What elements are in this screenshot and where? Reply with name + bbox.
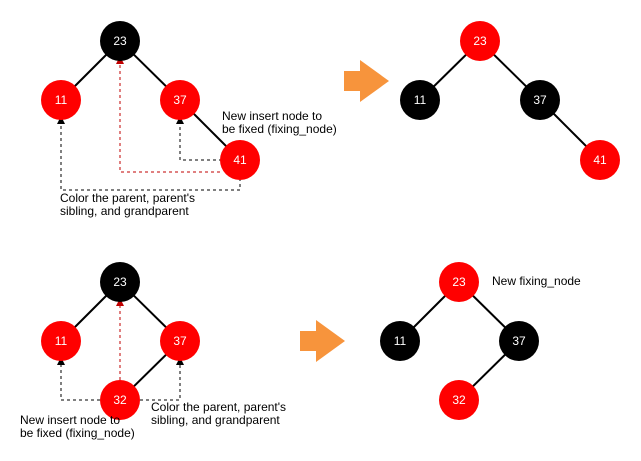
node-label: 23 [113, 34, 127, 48]
node-red-32 [439, 380, 479, 420]
top-after-tree: 23 11 37 41 [400, 21, 620, 180]
node-red-37 [160, 80, 200, 120]
node-label: 11 [55, 93, 68, 107]
fixing-node-note: New fixing_node [492, 274, 581, 288]
node-label: 37 [512, 334, 526, 348]
node-black-37 [520, 80, 560, 120]
node-label: 11 [394, 334, 407, 348]
node-label: 11 [55, 334, 68, 348]
node-label: 41 [233, 153, 247, 167]
node-label: 32 [113, 393, 127, 407]
bottom-after-tree: 23 11 37 32 New fixing_node [380, 262, 581, 420]
node-red-11 [41, 80, 81, 120]
node-label: 37 [533, 93, 547, 107]
node-red-11 [41, 321, 81, 361]
node-label: 23 [452, 275, 466, 289]
node-red-41 [580, 140, 620, 180]
dashed-guide-to-parent [140, 357, 184, 401]
node-black-23 [100, 21, 140, 61]
top-before-tree: 23 11 37 41 New insert node to be fixed … [41, 21, 337, 218]
color-note-line1: Color the parent, parent's [60, 191, 195, 205]
node-red-23 [460, 21, 500, 61]
node-red-23 [439, 262, 479, 302]
color-note-line2: sibling, and grandparent [151, 413, 280, 427]
node-label: 11 [414, 93, 427, 107]
transform-arrow-icon [344, 60, 389, 102]
node-black-37 [499, 321, 539, 361]
insert-note-line2: be fixed (fixing_node) [222, 122, 337, 136]
node-label: 37 [173, 93, 187, 107]
node-label: 23 [113, 275, 127, 289]
node-red-37 [160, 321, 200, 361]
node-label: 37 [173, 334, 187, 348]
insert-note-line2: be fixed (fixing_node) [20, 426, 135, 440]
insert-note-line1: New insert node to [20, 413, 120, 427]
node-red-32 [100, 380, 140, 420]
insert-note-line1: New insert node to [222, 109, 322, 123]
dashed-guide-to-uncle [57, 116, 241, 191]
node-label: 23 [473, 34, 487, 48]
node-black-23 [100, 262, 140, 302]
bottom-before-tree: 23 11 37 32 New insert node to be fixed … [20, 262, 286, 440]
node-red-41 [220, 140, 260, 180]
node-label: 32 [452, 393, 466, 407]
color-note-line2: sibling, and grandparent [60, 204, 189, 218]
color-note-line1: Color the parent, parent's [151, 400, 286, 414]
transform-arrow-icon [300, 320, 345, 362]
node-label: 41 [593, 153, 607, 167]
node-black-11 [400, 80, 440, 120]
node-black-11 [380, 321, 420, 361]
dashed-guide-to-uncle [57, 357, 100, 401]
dashed-guide-to-grandparent [116, 56, 220, 173]
